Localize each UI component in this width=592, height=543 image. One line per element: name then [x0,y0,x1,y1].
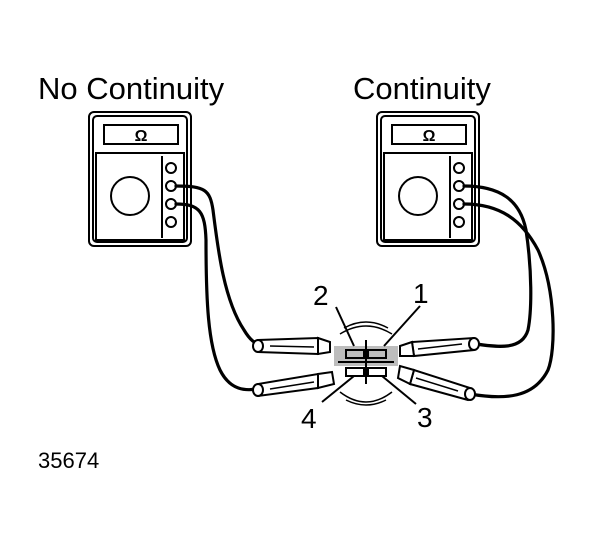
probe-lower-right [396,364,476,402]
right-selector-dial [398,176,438,216]
terminal-2-label: 2 [313,280,329,311]
left-lead-lower [174,202,264,392]
terminal-2-blade [345,349,365,359]
right-lead-lower [462,202,555,399]
left-jack-1 [165,162,177,174]
svg-text:Ω: Ω [135,128,148,145]
terminal-3-label: 3 [417,402,433,433]
right-ohm-display-icon: Ω [423,128,436,145]
left-jack-4 [165,216,177,228]
terminal-4-leader [321,375,355,403]
terminal-4-label: 4 [301,403,317,434]
right-jack-1 [453,162,465,174]
switch-connector [334,321,398,406]
figure-number: 35674 [38,448,99,473]
probe-upper-right [399,336,480,358]
svg-text:Ω: Ω [423,128,436,145]
terminal-1-blade [367,349,387,359]
continuity-label: Continuity [353,71,491,106]
probe-lower-left [252,370,336,398]
left-ohm-display-icon: Ω [135,128,148,145]
left-lead-upper [174,184,264,347]
left-multimeter: Ω [88,111,192,247]
test-leads [174,184,555,399]
no-continuity-label: No Continuity [38,71,225,106]
terminal-3-leader [381,375,417,405]
right-multimeter: Ω [376,111,480,247]
probe-upper-left [252,336,331,356]
terminal-3-blade [367,367,387,377]
right-jack-4 [453,216,465,228]
terminal-1-label: 1 [413,278,429,309]
right-lead-upper [462,184,533,348]
terminal-2-leader [335,306,355,347]
left-selector-dial [110,176,150,216]
terminal-4-blade [345,367,365,377]
terminal-1-leader [383,305,421,347]
